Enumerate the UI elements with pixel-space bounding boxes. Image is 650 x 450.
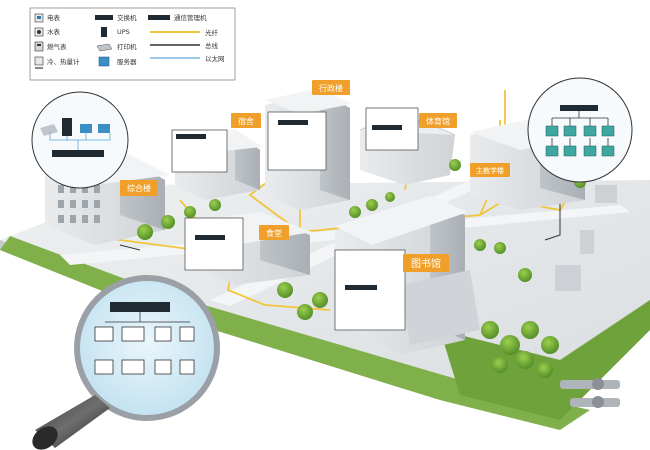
label-complex: 综合楼	[120, 180, 158, 196]
switch-icon	[95, 15, 113, 20]
legend-label-fiber: 光纤	[205, 28, 219, 37]
label-canteen-text: 食堂	[266, 228, 282, 238]
legend-label-server: 服务器	[117, 57, 137, 66]
label-dorm: 宿舍	[231, 113, 261, 128]
label-admin: 行政楼	[312, 80, 350, 95]
label-gym-text: 体育馆	[426, 116, 450, 126]
network-zoom-teaching	[527, 77, 633, 183]
label-dorm-text: 宿舍	[238, 116, 254, 126]
legend-label-ethernet: 以太网	[205, 54, 225, 63]
label-library: 图书馆	[403, 254, 449, 272]
grass-strip	[0, 236, 590, 430]
network-zoom-complex	[31, 91, 129, 189]
server-icon	[98, 56, 110, 67]
pipe-valves	[560, 378, 620, 408]
legend-label-printer: 打印机	[117, 42, 137, 51]
legend: 电表 水表 燃气表 冷、热量计 交换机 UPS 打印机 服务器 通信管理机 光纤…	[29, 7, 236, 81]
printer-icon	[96, 43, 113, 52]
legend-label-switch: 交换机	[117, 13, 137, 22]
outbuilding	[555, 185, 617, 291]
gas-meter-icon	[34, 41, 44, 52]
magnifier-lens	[74, 275, 220, 421]
electric-meter-icon	[34, 13, 44, 23]
legend-label-heat-meter: 冷、热量计	[47, 57, 80, 66]
heat-meter-icon	[34, 56, 44, 69]
ups-icon	[101, 27, 107, 37]
label-complex-text: 综合楼	[127, 183, 151, 193]
legend-label-gas-meter: 燃气表	[47, 42, 67, 51]
legend-label-ups: UPS	[117, 28, 130, 36]
label-library-text: 图书馆	[411, 257, 441, 270]
water-meter-icon	[34, 27, 44, 37]
label-canteen: 食堂	[259, 225, 289, 240]
label-teaching-text: 主教学楼	[476, 166, 504, 175]
legend-label-water-meter: 水表	[47, 27, 61, 36]
switch-devices	[176, 120, 402, 290]
label-admin-text: 行政楼	[319, 83, 343, 93]
label-teaching: 主教学楼	[470, 163, 510, 177]
grass-field	[440, 300, 650, 420]
label-gym: 体育馆	[419, 113, 457, 128]
legend-label-bus: 总线	[205, 41, 219, 50]
trees	[137, 159, 586, 378]
legend-label-comm-manager: 通信管理机	[174, 13, 207, 22]
legend-label-electric-meter: 电表	[47, 13, 61, 22]
magnifier-handle	[32, 395, 110, 450]
comm-manager-icon	[148, 15, 170, 20]
